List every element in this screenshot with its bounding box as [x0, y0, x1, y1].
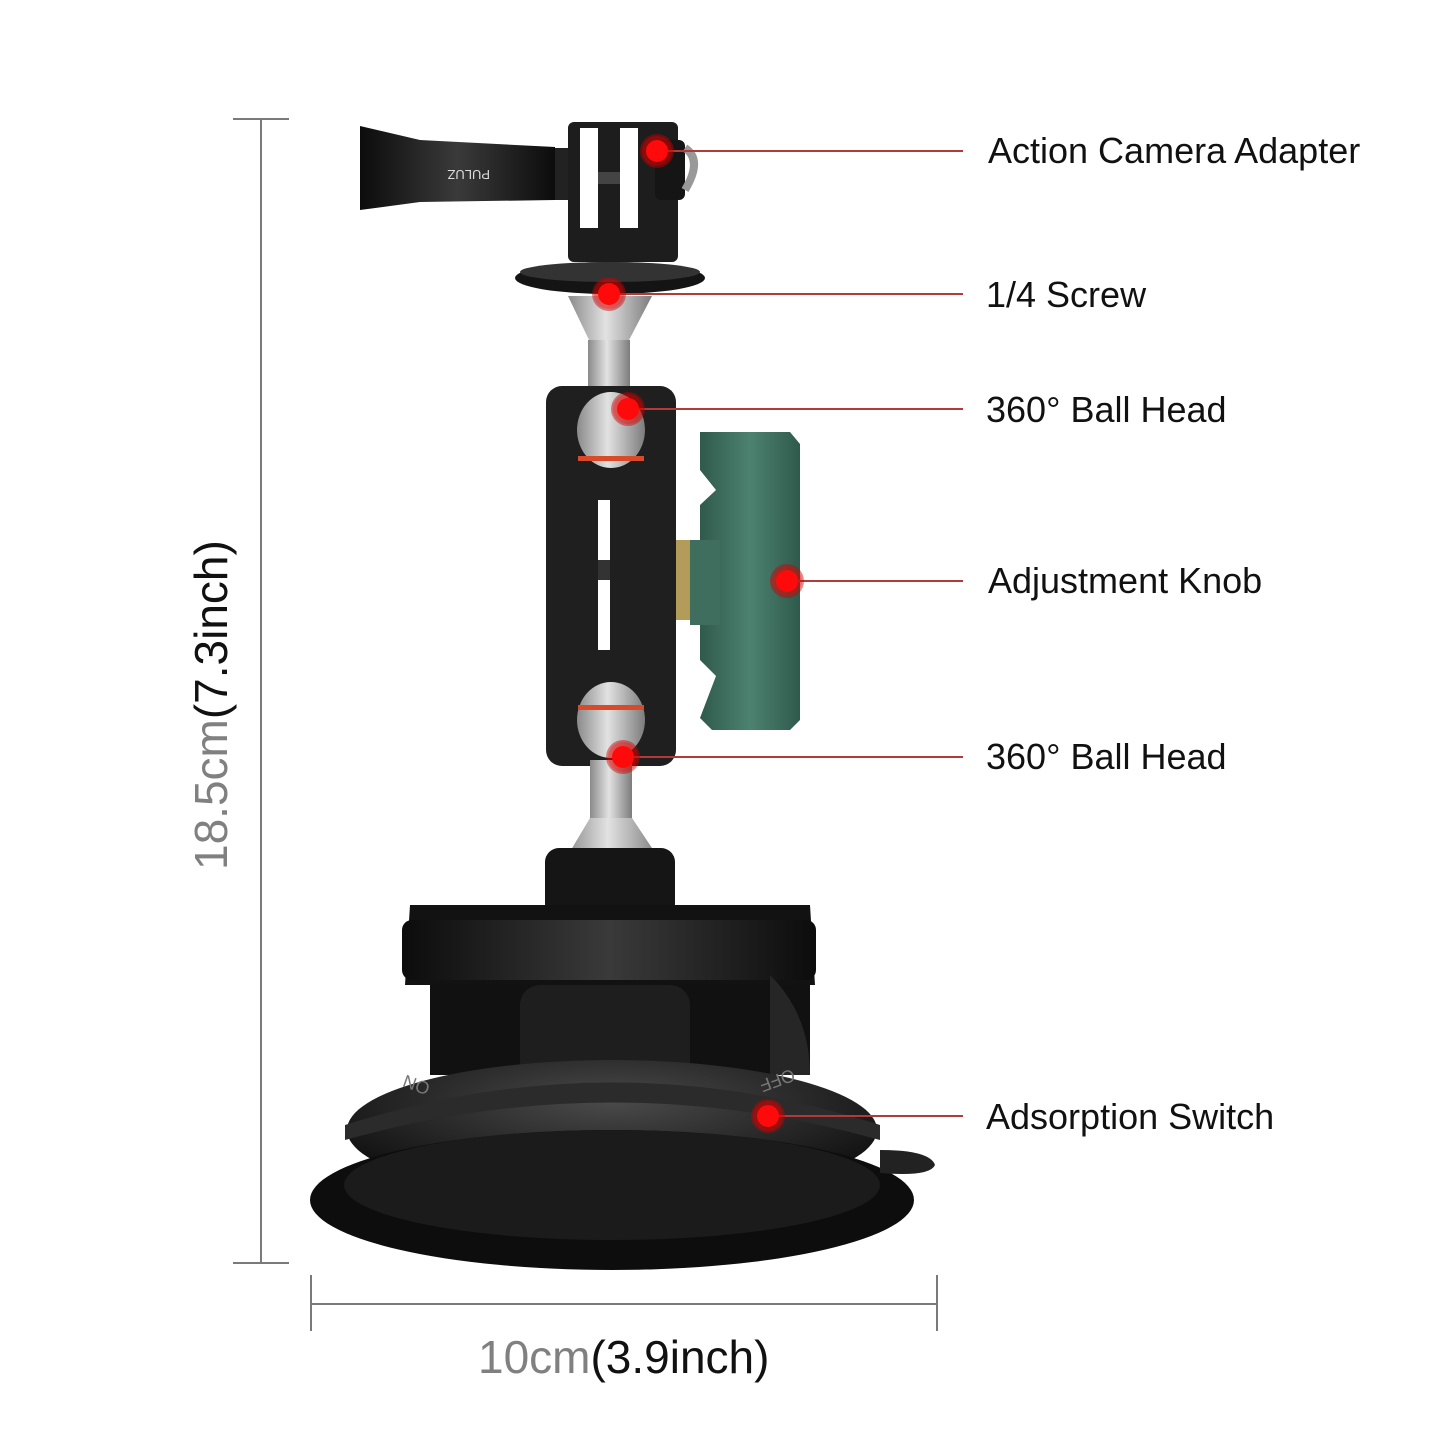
- width-metric: 10cm: [478, 1331, 591, 1383]
- leader-line: [657, 150, 963, 152]
- height-dim-line: [260, 119, 262, 1263]
- height-metric: 18.5cm: [185, 719, 237, 870]
- callout-dot-icon: [598, 283, 620, 305]
- width-dim-right-cap: [936, 1275, 938, 1331]
- width-dim-label: 10cm(3.9inch): [478, 1334, 769, 1380]
- callout-label: Action Camera Adapter: [988, 130, 1361, 171]
- height-dim-label: 18.5cm(7.3inch): [185, 540, 237, 870]
- callout-label: Adjustment Knob: [988, 560, 1263, 601]
- callout-label: 360° Ball Head: [986, 736, 1227, 777]
- callout-dot-icon: [612, 746, 634, 768]
- leader-line: [768, 1115, 963, 1117]
- width-dim-line: [311, 1303, 937, 1305]
- callout-dot-icon: [646, 140, 668, 162]
- callout-dot-icon: [757, 1105, 779, 1127]
- callout-label: 1/4 Screw: [986, 274, 1147, 315]
- height-dim-bottom-cap: [233, 1262, 289, 1264]
- callout-label: Adsorption Switch: [986, 1096, 1275, 1137]
- upper-ball-stem: [568, 296, 652, 400]
- thumb-screw: PULUZ: [360, 126, 575, 210]
- svg-text:PULUZ: PULUZ: [447, 167, 490, 182]
- leader-line: [609, 293, 963, 295]
- callout-dot-icon: [617, 398, 639, 420]
- leader-line: [628, 408, 963, 410]
- adjustment-knob: [676, 432, 800, 730]
- leader-line: [623, 756, 963, 758]
- width-imperial: (3.9inch): [590, 1331, 770, 1383]
- suction-cup-base: ON OFF: [310, 848, 935, 1270]
- callout-label: 360° Ball Head: [986, 389, 1227, 430]
- lower-ball-stem: [565, 760, 660, 860]
- height-imperial: (7.3inch): [185, 540, 237, 720]
- leader-line: [787, 580, 963, 582]
- clamp-arm: [546, 386, 676, 766]
- callout-dot-icon: [776, 570, 798, 592]
